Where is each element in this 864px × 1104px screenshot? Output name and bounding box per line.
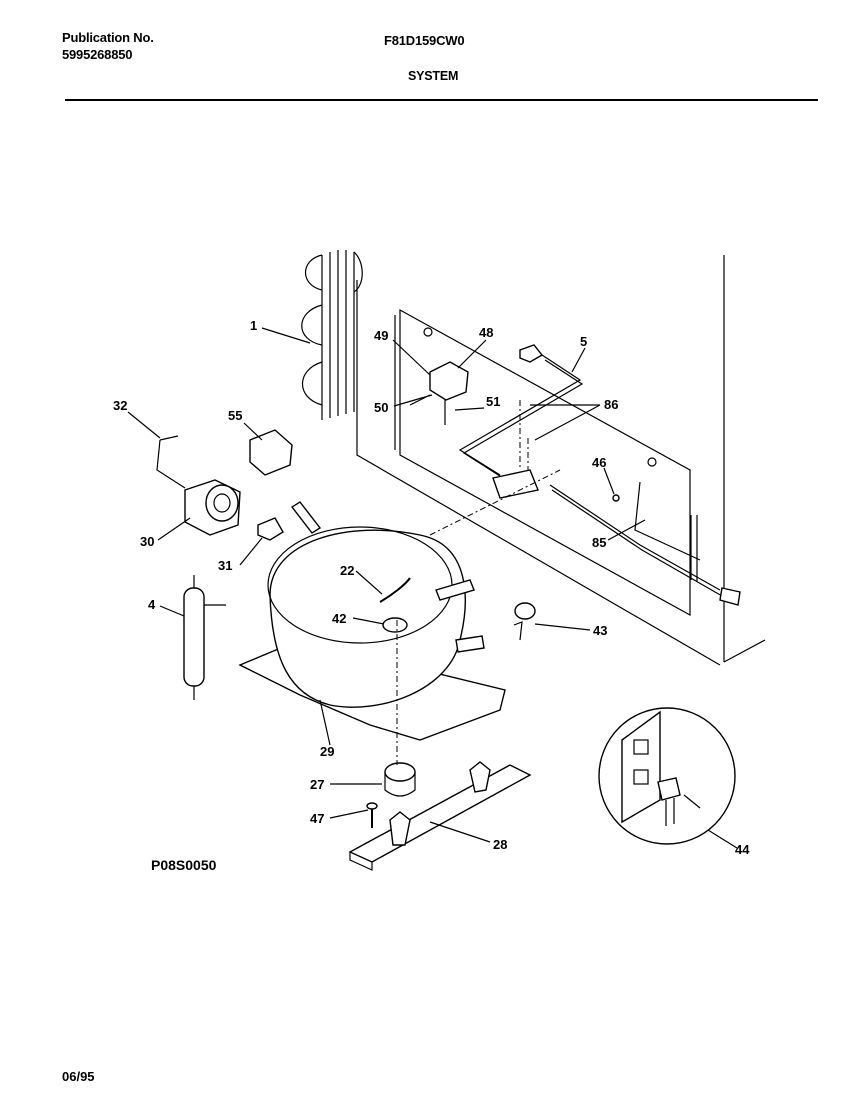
callout-55: 55 bbox=[228, 408, 242, 423]
callout-labels: 1 49 48 5 50 51 86 32 55 46 30 85 31 22 … bbox=[113, 318, 750, 857]
callout-31: 31 bbox=[218, 558, 232, 573]
callout-49: 49 bbox=[374, 328, 388, 343]
callout-86: 86 bbox=[604, 397, 618, 412]
model-number: F81D159CW0 bbox=[384, 33, 465, 48]
start-relay-assembly bbox=[156, 429, 293, 541]
outlet-inset bbox=[598, 707, 736, 845]
callout-51: 51 bbox=[486, 394, 500, 409]
callout-47: 47 bbox=[310, 811, 324, 826]
callout-28: 28 bbox=[493, 837, 507, 852]
tubing-clamp bbox=[513, 602, 536, 641]
figure-code: P08S0050 bbox=[151, 857, 217, 873]
callout-29: 29 bbox=[320, 744, 334, 759]
callout-27: 27 bbox=[310, 777, 324, 792]
callout-1: 1 bbox=[250, 318, 257, 333]
alignment-lines bbox=[396, 469, 561, 765]
publication-date: 06/95 bbox=[62, 1069, 95, 1084]
compressor bbox=[238, 501, 506, 797]
callout-46: 46 bbox=[592, 455, 606, 470]
callout-5: 5 bbox=[580, 334, 587, 349]
publication-number: 5995268850 bbox=[62, 47, 133, 62]
callout-32: 32 bbox=[113, 398, 127, 413]
callout-22: 22 bbox=[340, 563, 354, 578]
wiring-and-valves bbox=[409, 344, 741, 606]
leader-lines bbox=[127, 327, 738, 849]
callout-4: 4 bbox=[148, 597, 156, 612]
callout-43: 43 bbox=[593, 623, 607, 638]
callout-30: 30 bbox=[140, 534, 154, 549]
header-rule bbox=[65, 99, 818, 101]
callout-50: 50 bbox=[374, 400, 388, 415]
drier bbox=[183, 575, 226, 700]
publication-label: Publication No. bbox=[62, 30, 154, 45]
callout-48: 48 bbox=[479, 325, 493, 340]
callout-44: 44 bbox=[735, 842, 750, 857]
callout-42: 42 bbox=[332, 611, 346, 626]
mounting-rail bbox=[348, 761, 532, 871]
callout-85: 85 bbox=[592, 535, 606, 550]
section-title: SYSTEM bbox=[408, 69, 459, 83]
condenser-coil bbox=[301, 250, 363, 420]
